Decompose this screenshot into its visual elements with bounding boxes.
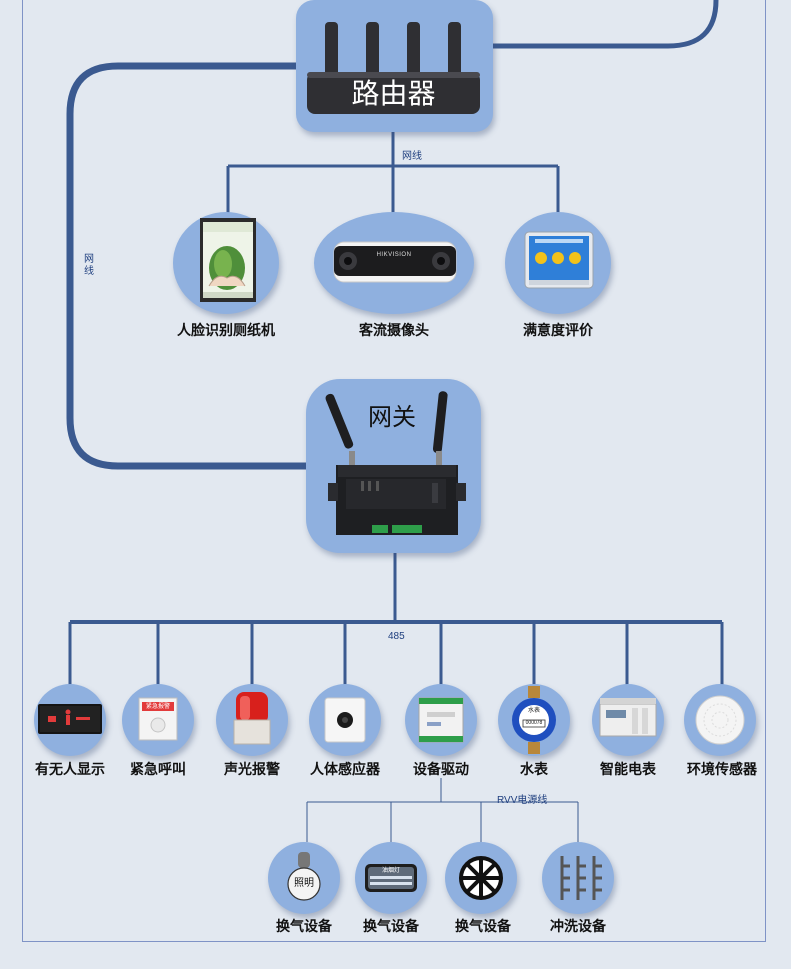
output-circle-lighting: 照明: [268, 842, 340, 914]
rvv-bus-label: RVV电源线: [497, 795, 548, 806]
human-body-sensor-icon: [324, 697, 366, 743]
exhaust-lamp-text: 油烟灯: [381, 868, 400, 874]
wire-router-uplink: [480, 0, 719, 49]
lighting-icon: [287, 852, 321, 901]
gateway-title: 网关: [368, 404, 416, 431]
smart-electric-meter-icon: [599, 698, 657, 737]
environment-sensor-icon: [695, 695, 745, 745]
satisfaction-evaluation-panel-icon: [524, 231, 594, 289]
sound-light-alarm-icon: [233, 692, 271, 745]
device-circle-electric-meter: [592, 684, 664, 756]
device-label-driver: 设备驱动: [413, 761, 469, 777]
device-label-emergency: 紧急呼叫: [130, 761, 186, 777]
camera-brand-text: HIKVISION: [376, 252, 412, 258]
occupancy-display-icon: [38, 704, 102, 734]
exhaust-lamp-icon: [365, 864, 417, 892]
device-label-environment: 环境传感器: [687, 761, 757, 777]
output-circle-exhaust-lamp: 油烟灯: [355, 842, 427, 914]
router-icon: [307, 22, 480, 114]
device-driver-module-icon: [418, 697, 464, 743]
device-circle-face-paper: [173, 212, 279, 314]
output-label-lighting: 换气设备: [276, 918, 332, 934]
ventilation-fan-icon: [459, 856, 503, 900]
output-label-exhaust-lamp: 换气设备: [363, 918, 419, 934]
left-loop-label: 网线: [84, 254, 94, 277]
device-circle-alarm: [216, 684, 288, 756]
device-label-electric-meter: 智能电表: [600, 761, 656, 777]
face-recognition-paper-dispenser-icon: [200, 218, 256, 302]
output-circle-flush: [542, 842, 614, 914]
router-title: 路由器: [351, 78, 436, 109]
device-label-body-sensor: 人体感应器: [310, 761, 380, 777]
device-label-water-meter: 水表: [520, 761, 548, 777]
rs485-bus-label: 485: [388, 631, 405, 642]
gateway-node: 网关: [306, 379, 481, 553]
water-meter-icon: [512, 686, 556, 754]
gateway-icon: [325, 391, 466, 535]
device-label-occupancy: 有无人显示: [35, 761, 105, 777]
device-circle-emergency: 紧急报警: [122, 684, 194, 756]
device-label-camera: 客流摄像头: [359, 322, 429, 338]
emergency-button-text: 紧急报警: [145, 704, 170, 710]
people-counting-camera-icon: [333, 241, 457, 283]
device-circle-environment: [684, 684, 756, 756]
diagram-frame: [22, 0, 766, 942]
lighting-text: 照明: [294, 878, 314, 889]
wire-router-gateway-loop: [66, 62, 310, 470]
device-label-face-paper: 人脸识别厕纸机: [177, 322, 275, 338]
device-circle-body-sensor: [309, 684, 381, 756]
router-bus-label: 网线: [402, 151, 422, 162]
emergency-call-button-icon: [138, 697, 178, 741]
device-label-satisfaction: 满意度评价: [523, 322, 593, 338]
router-node: 路由器: [296, 0, 493, 132]
flush-equipment-icon: [560, 856, 602, 900]
device-label-alarm: 声光报警: [224, 761, 280, 777]
device-circle-occupancy: [34, 684, 106, 756]
water-meter-title-text: 水表: [527, 708, 540, 714]
device-circle-water-meter: 水表 000078: [498, 684, 570, 756]
water-meter-reading: 000078: [525, 720, 543, 726]
device-circle-driver: [405, 684, 477, 756]
output-circle-fan: [445, 842, 517, 914]
device-circle-camera: HIKVISION: [314, 212, 474, 314]
output-label-flush: 冲洗设备: [550, 918, 606, 934]
output-label-fan: 换气设备: [455, 918, 511, 934]
device-circle-satisfaction: [505, 212, 611, 314]
